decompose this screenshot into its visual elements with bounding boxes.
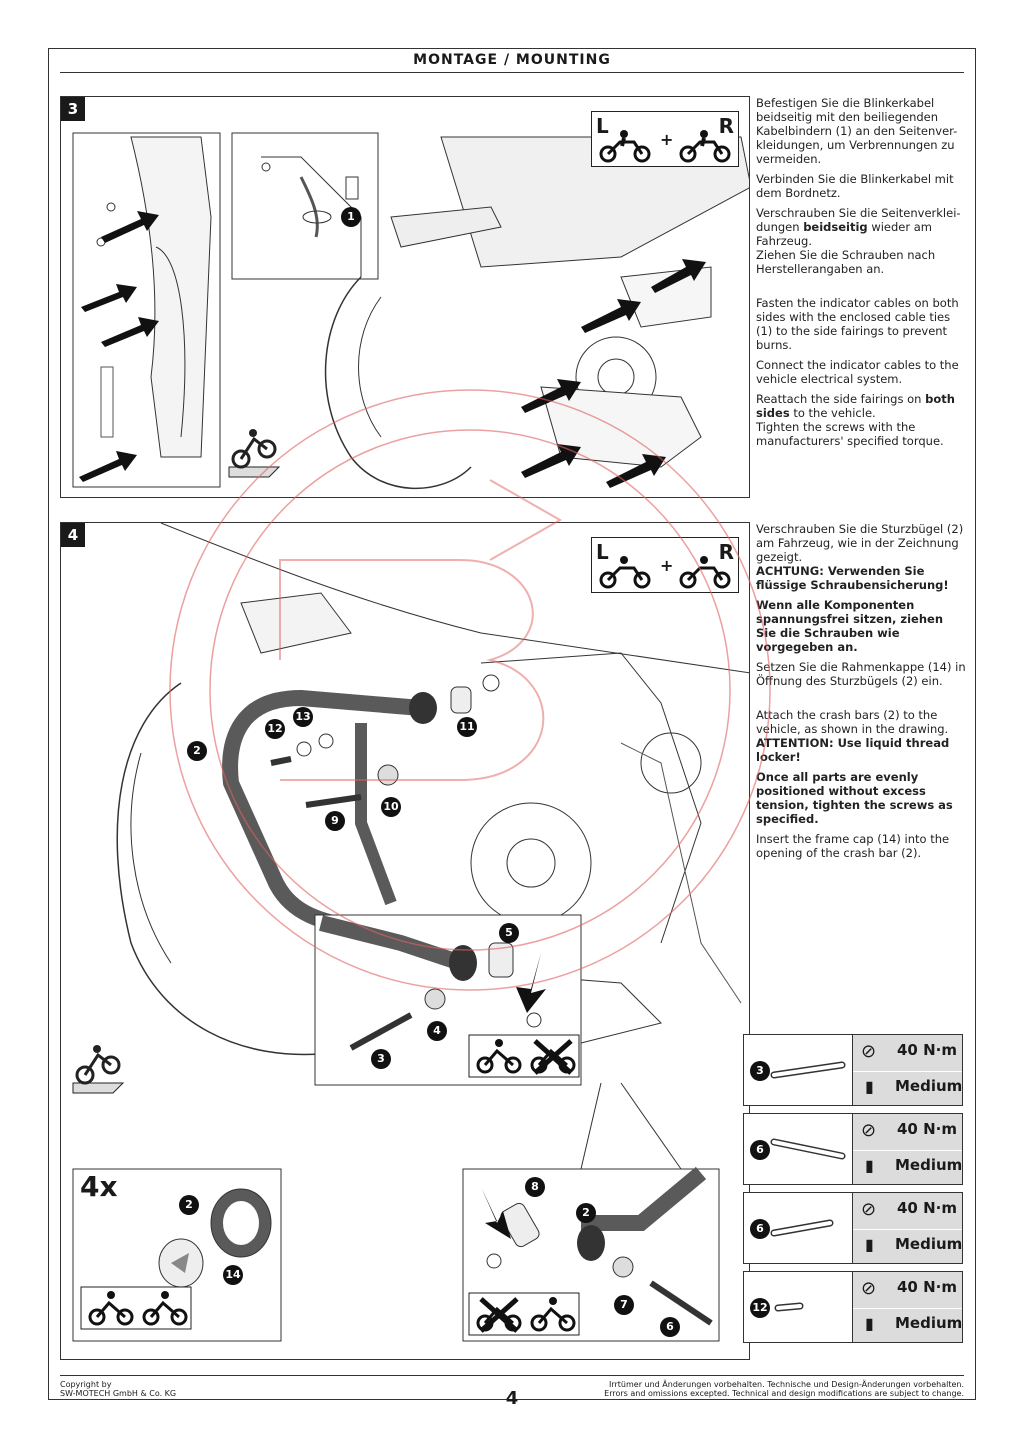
text-de-4: Setzen Sie die Rahmenkappe (14) in Öffnu… [756,660,966,688]
thread-locker-icon: ▮ [865,1077,874,1096]
text-en-3: Reattach the side fairings on both sides… [756,392,955,420]
step-4-instructions: Verschrauben Sie die Sturzbügel (2) am F… [756,522,966,866]
text-de-2: Verbinden Sie die Blinkerkabel mit dem B… [756,172,954,200]
callout-11: 11 [457,717,477,737]
text-de-1: Verschrauben Sie die Sturzbügel (2) am F… [756,522,964,564]
page-frame [48,48,976,1400]
copyright-line-1: Copyright by [60,1380,112,1389]
copyright: Copyright by SW-MOTECH GmbH & Co. KG [60,1380,176,1398]
step-3-instructions: Befestigen Sie die Blinkerkabel beidseit… [756,96,966,454]
torque-spec: ⊘ 40 N·m ▮ Medium [852,1035,962,1105]
torque-value: 40 N·m [897,1041,957,1059]
torque-spec: ⊘ 40 N·m ▮ Medium [852,1114,962,1184]
sidestand-icon [228,429,281,478]
callout-9: 9 [325,811,345,831]
callout-4: 4 [427,1021,447,1041]
callout-8: 8 [525,1177,545,1197]
left-right-icon: L R + [591,537,739,593]
text-de-4: Ziehen Sie die Schrauben nach Hersteller… [756,248,936,276]
text-de-3: Wenn alle Komponenten spannungsfrei sitz… [756,598,944,654]
screw-icon [770,1138,846,1160]
side-icons-detail-2 [468,1292,580,1336]
torque-spec: ⊘ 40 N·m ▮ Medium [852,1272,962,1342]
torque-row-4: 12 ⊘ 40 N·m ▮ Medium [743,1271,963,1343]
text-de-3: Verschrauben Sie die Seitenverklei-dunge… [756,206,961,248]
step-number: 4 [61,523,85,547]
text-en-1: Fasten the indicator cables on both side… [756,296,959,352]
text-en-1: Attach the crash bars (2) to the vehicle… [756,708,949,736]
thread-locker-icon: ▮ [865,1314,874,1333]
callout-14: 14 [223,1265,243,1285]
disclaimer: Irrtümer und Änderungen vorbehalten. Tec… [604,1380,964,1398]
step-3-illustration: 3 [60,96,750,498]
torque-row-2: 6 ⊘ 40 N·m ▮ Medium [743,1113,963,1185]
disclaimer-de: Irrtümer und Änderungen vorbehalten. Tec… [608,1380,964,1389]
callout-12: 12 [265,719,285,739]
callout-13: 13 [293,707,313,727]
left-label: L [596,114,609,138]
thread-locker-strength: Medium [895,1314,963,1332]
torque-wrench-icon: ⊘ [861,1041,877,1062]
torque-value: 40 N·m [897,1278,957,1296]
thread-locker-strength: Medium [895,1077,963,1095]
thread-locker-strength: Medium [895,1156,963,1174]
torque-value: 40 N·m [897,1199,957,1217]
callout-1: 1 [341,207,361,227]
page-number: 4 [505,1388,519,1409]
text-en-2: ATTENTION: Use liquid thread locker! [756,736,950,764]
part-callout: 6 [750,1140,770,1160]
step-4-illustration: 4 [60,522,750,1360]
torque-value: 40 N·m [897,1120,957,1138]
screw-icon [770,1219,834,1237]
copyright-line-2: SW-MOTECH GmbH & Co. KG [60,1389,177,1398]
torque-spec: ⊘ 40 N·m ▮ Medium [852,1193,962,1263]
motorbike-icons [599,130,731,163]
part-callout: 6 [750,1219,770,1239]
arrows-left-detail [79,211,159,482]
left-right-icon: L R + [591,111,739,167]
right-label: R [718,114,734,138]
footer-rule [60,1375,964,1376]
step-number: 3 [61,97,85,121]
text-de-2: ACHTUNG: Verwenden Sie flüssige Schraube… [756,564,949,592]
callout-2-cap: 2 [179,1195,199,1215]
callout-7: 7 [614,1295,634,1315]
callout-6: 6 [660,1317,680,1337]
callout-3: 3 [371,1049,391,1069]
screw-icon [774,1302,804,1312]
part-callout: 3 [750,1061,770,1081]
side-icons-detail-3 [80,1286,192,1330]
thread-locker-icon: ▮ [865,1235,874,1254]
thread-locker-strength: Medium [895,1235,963,1253]
torque-wrench-icon: ⊘ [861,1278,877,1299]
callout-2-detail: 2 [576,1203,596,1223]
text-en-2: Connect the indicator cables to the vehi… [756,358,959,386]
torque-wrench-icon: ⊘ [861,1120,877,1141]
title-rule [60,72,964,73]
torque-row-3: 6 ⊘ 40 N·m ▮ Medium [743,1192,963,1264]
torque-wrench-icon: ⊘ [861,1199,877,1220]
side-icons-detail-1 [468,1034,580,1078]
thread-locker-icon: ▮ [865,1156,874,1175]
callout-5: 5 [499,923,519,943]
callout-2: 2 [187,741,207,761]
text-de-1: Befestigen Sie die Blinkerkabel beidseit… [756,96,958,166]
sidestand-icon [72,1045,125,1094]
plus-label: + [660,130,674,149]
text-en-4: Insert the frame cap (14) into the openi… [756,832,950,860]
quantity-label: 4x [80,1170,118,1203]
text-en-3: Once all parts are evenly positioned wit… [756,770,953,826]
disclaimer-en: Errors and omissions excepted. Technical… [604,1389,964,1398]
text-en-4: Tighten the screws with the manufacturer… [756,420,944,448]
step-4-drawing [72,523,749,1342]
motorbike-icons [599,556,731,589]
part-callout: 12 [750,1298,770,1318]
screw-icon [770,1061,846,1079]
callout-10: 10 [381,797,401,817]
torque-row-1: 3 ⊘ 40 N·m ▮ Medium [743,1034,963,1106]
page-title: MONTAGE / MOUNTING [413,52,611,68]
